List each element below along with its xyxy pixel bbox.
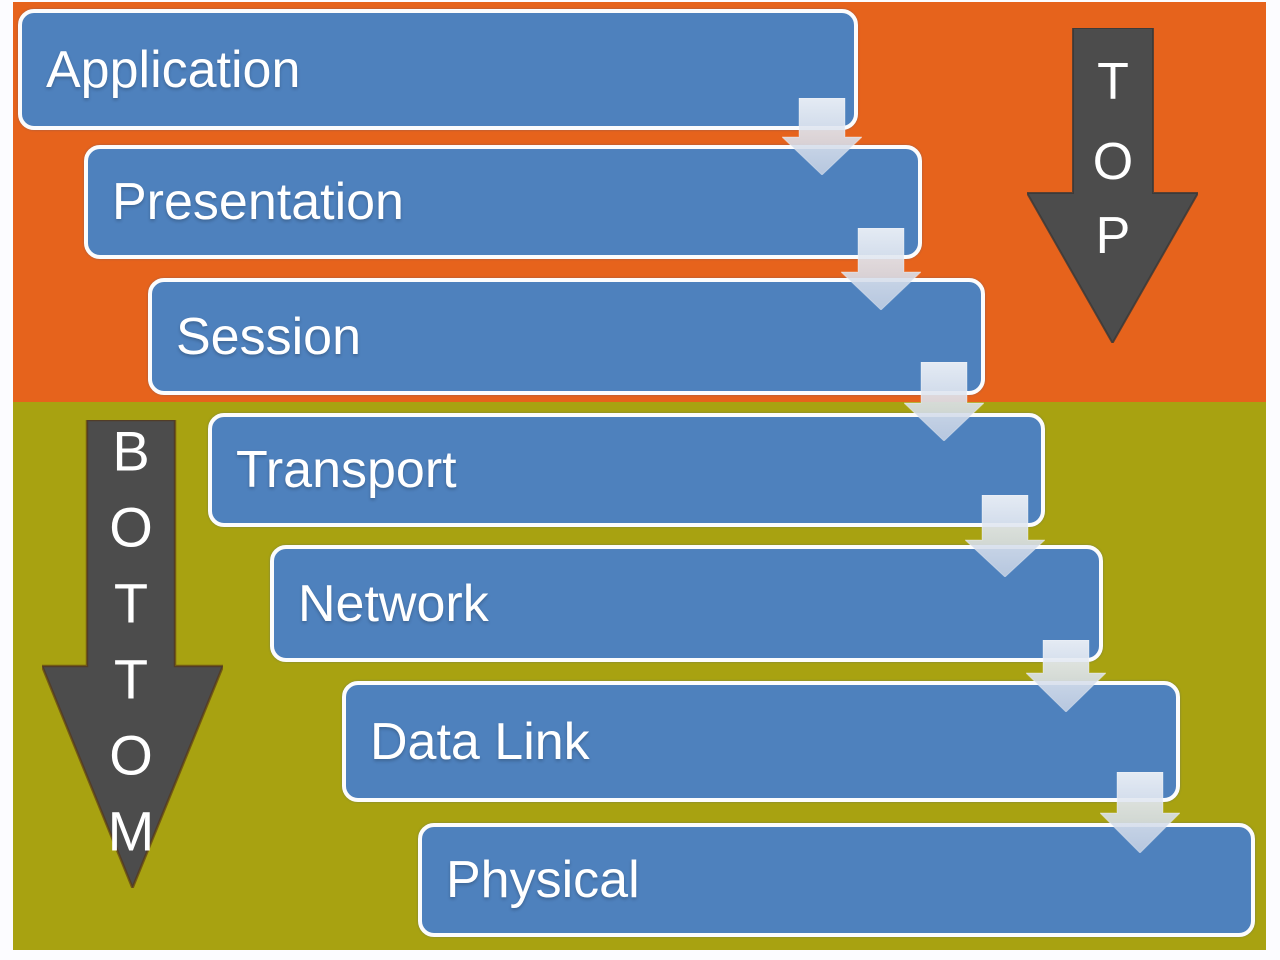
bottom-arrow-shape xyxy=(42,420,223,888)
layer-label: Data Link xyxy=(370,712,590,771)
flow-arrow-icon-4 xyxy=(965,495,1045,577)
flow-arrow-icon-6 xyxy=(1100,772,1180,853)
layer-label: Transport xyxy=(236,441,457,499)
flow-arrow-icon-1 xyxy=(782,98,862,175)
bottom-arrow-letter: B xyxy=(112,420,149,483)
top-arrow-letter: T xyxy=(1097,53,1129,111)
flow-arrow-icon-3 xyxy=(904,362,984,441)
layer-box-network: Network xyxy=(270,545,1103,662)
top-arrow-shape xyxy=(1027,28,1198,343)
top-arrow-icon: T O P xyxy=(1027,28,1198,343)
bottom-arrow-letter: O xyxy=(109,496,153,559)
layer-label: Presentation xyxy=(112,173,404,231)
bottom-arrow-letter: M xyxy=(108,800,155,863)
layer-label: Session xyxy=(176,307,361,366)
flow-arrow-icon-5 xyxy=(1026,640,1106,712)
layer-box-physical: Physical xyxy=(418,823,1255,937)
layer-label: Physical xyxy=(446,851,640,909)
bottom-arrow-icon: B O T T O M xyxy=(42,420,223,888)
bottom-arrow-letter: T xyxy=(114,572,148,635)
layer-box-session: Session xyxy=(148,278,985,395)
flow-arrow-icon-2 xyxy=(841,228,921,310)
layer-label: Application xyxy=(46,40,301,99)
layer-box-transport: Transport xyxy=(208,413,1045,527)
layer-box-presentation: Presentation xyxy=(84,145,922,259)
diagram-canvas: Application Presentation Session Transpo… xyxy=(13,2,1266,950)
layer-box-data-link: Data Link xyxy=(342,681,1180,802)
top-arrow-letter: P xyxy=(1096,207,1131,265)
layer-label: Network xyxy=(298,574,489,633)
bottom-arrow-letter: O xyxy=(109,724,153,787)
bottom-arrow-letter: T xyxy=(114,648,148,711)
layer-box-application: Application xyxy=(18,9,858,130)
top-arrow-letter: O xyxy=(1093,133,1133,191)
